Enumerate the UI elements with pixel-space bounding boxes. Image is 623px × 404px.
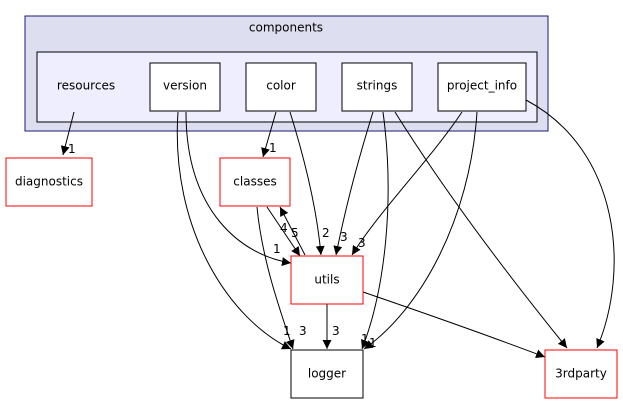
node-project-info[interactable]: project_info [437,62,527,112]
node-diagnostics-label: diagnostics [15,175,83,189]
edge-label-classes-utils: 4 [280,221,288,235]
node-logger-box [290,349,364,399]
edge-resources-diagnostics [60,111,75,156]
edge-labels: 1 1 4 5 1 2 3 3 3 1 3 1 1 [68,141,377,350]
edge-label-utils-logger: 3 [332,324,340,338]
node-resources-label: resources [57,79,115,93]
node-utils[interactable]: utils [290,255,364,305]
node-strings[interactable]: strings [341,62,413,112]
edge-label-strings-utils: 3 [340,230,348,244]
node-resources[interactable]: resources [57,79,115,93]
edge-project-info-3rdparty [525,99,615,349]
node-version-box [149,62,221,112]
edge-label-color-utils: 2 [322,226,330,240]
node-version[interactable]: version [149,62,221,112]
node-color-box [245,62,317,112]
edge-color-utils [289,111,325,256]
edge-strings-3rdparty [394,111,568,349]
edge-label-classes-logger: 3 [299,324,307,338]
node-strings-box [341,62,413,112]
node-logger[interactable]: logger [290,349,364,399]
node-strings-label: strings [357,79,398,93]
edge-label-project-info-logger: 1 [369,336,377,350]
edge-project-info-utils [351,111,463,256]
node-classes-box [219,157,291,207]
edge-strings-logger [361,111,389,350]
node-utils-box [290,255,364,305]
node-color[interactable]: color [245,62,317,112]
edge-classes-utils [266,206,301,257]
node-diagnostics[interactable]: diagnostics [5,157,93,207]
edge-utils-3rdparty [362,291,546,359]
node-classes[interactable]: classes [219,157,291,207]
node-3rdparty-label: 3rdparty [555,367,607,381]
node-3rdparty-box [544,349,618,399]
edge-classes-logger [256,206,295,350]
edge-version-logger [176,111,292,350]
edge-utils-classes [279,206,306,256]
edge-label-resources-diagnostics: 1 [68,142,76,156]
edge-color-classes [261,111,277,158]
node-version-label: version [163,79,207,93]
node-diagnostics-box [5,157,93,207]
edge-strings-utils [333,111,374,256]
node-project-info-box [437,62,527,112]
edge-project-info-logger [363,111,478,350]
node-classes-label: classes [233,175,276,189]
node-project-info-label: project_info [447,79,517,93]
edge-label-version-logger: 1 [283,324,291,338]
edges [60,99,615,359]
node-3rdparty[interactable]: 3rdparty [544,349,618,399]
node-utils-label: utils [314,273,339,287]
edge-label-project-info-utils: 3 [358,236,366,250]
edge-label-utils-classes: 5 [291,226,299,240]
cluster-components-title: components [249,21,323,35]
edge-label-color-classes: 1 [269,141,277,155]
edge-label-version-utils: 1 [273,242,281,256]
node-logger-label: logger [308,367,346,381]
edge-label-strings-logger: 1 [361,332,369,346]
edge-version-utils [185,111,292,267]
node-color-label: color [266,79,296,93]
